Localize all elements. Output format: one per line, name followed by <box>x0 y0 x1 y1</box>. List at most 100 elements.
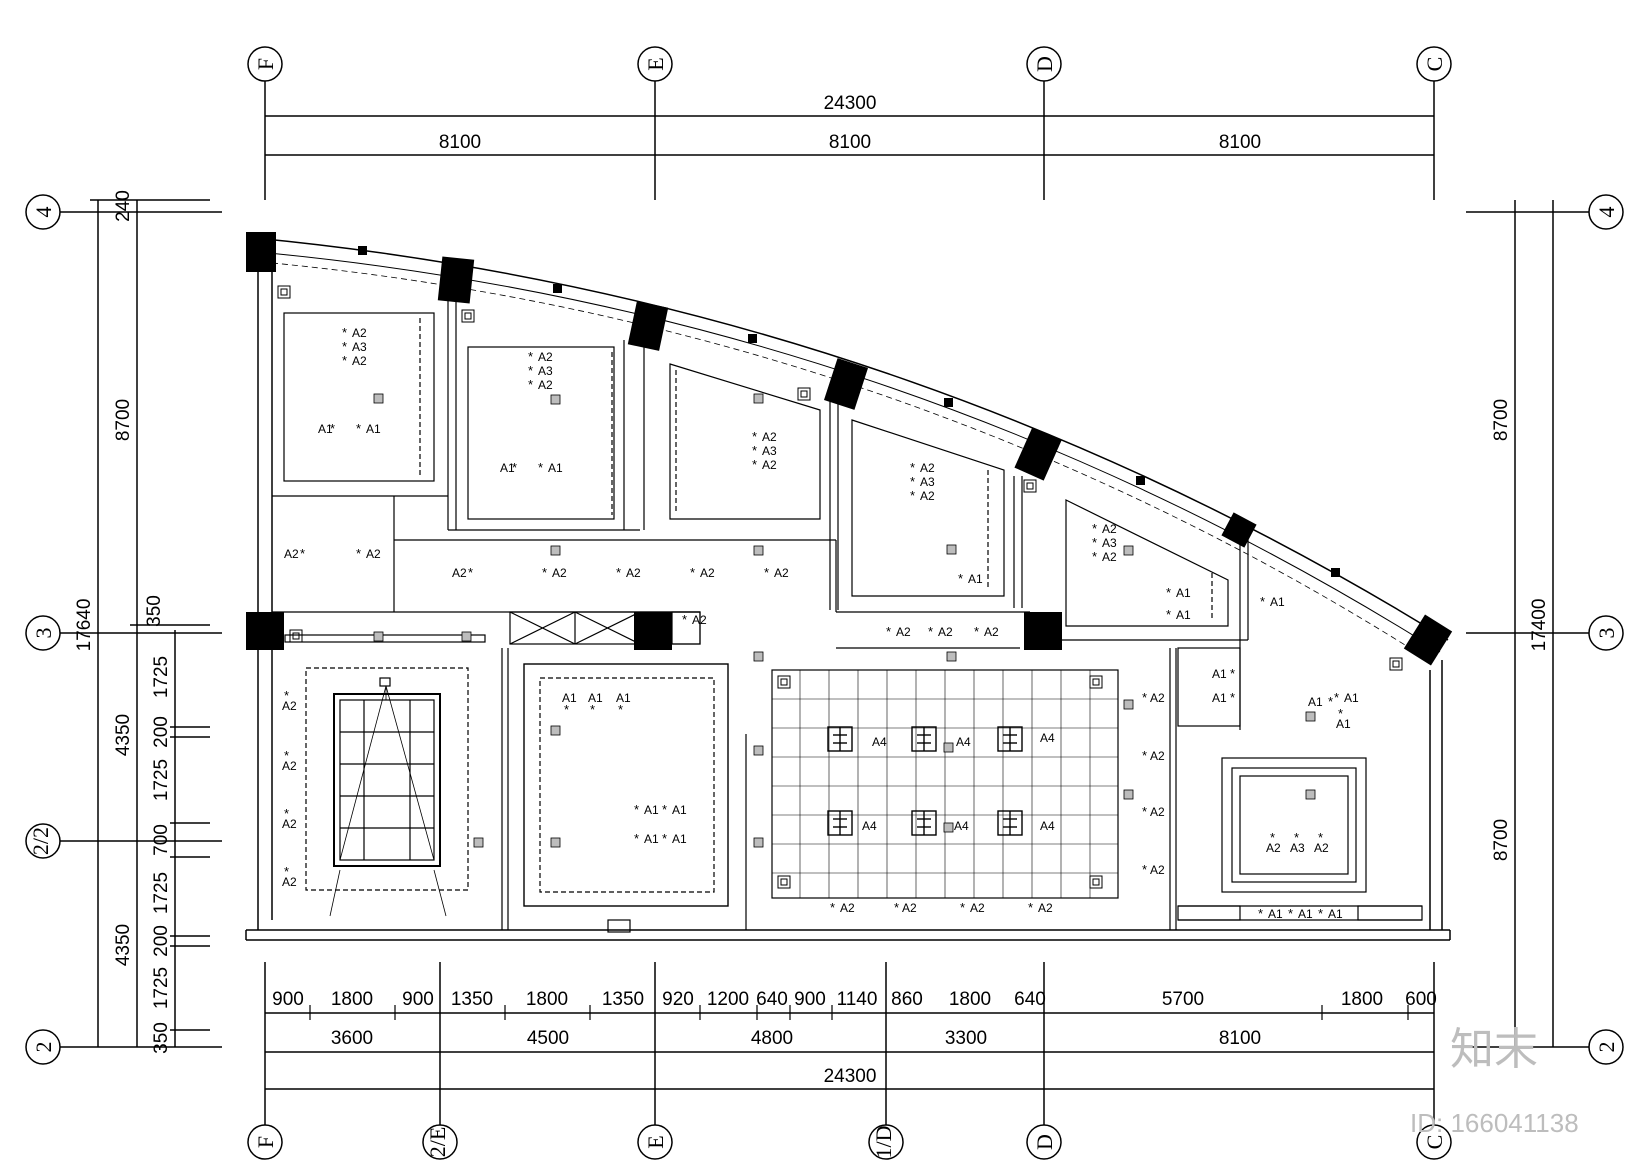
svg-text:*: * <box>974 624 979 639</box>
fixture-label: A4 <box>1040 731 1055 745</box>
dim-bottom-detail: 1200 <box>707 989 749 1010</box>
axis-bottom-f: F <box>253 1136 278 1148</box>
fixture-label: A2 <box>920 489 935 503</box>
fixture-label: A1 <box>1308 695 1323 709</box>
svg-text:*: * <box>284 864 289 879</box>
fixture-label: A2 <box>452 566 467 580</box>
fixture-labels: A2 A3 A2 A1 A1 A2 A3 A2 A1 A1 A2 A3 A2 A… <box>282 326 1359 921</box>
dim-bottom-mid-3: 4800 <box>751 1028 793 1049</box>
svg-text:*: * <box>528 349 533 364</box>
dim-top-total: 24300 <box>824 93 877 114</box>
svg-text:*: * <box>616 565 621 580</box>
svg-text:*: * <box>356 546 361 561</box>
svg-text:*: * <box>1230 666 1235 681</box>
dim-bottom-mid-2: 4500 <box>527 1028 569 1049</box>
svg-text:*: * <box>468 565 473 580</box>
svg-text:*: * <box>1230 690 1235 705</box>
fixture-label: A2 <box>1314 841 1329 855</box>
fixture-label: A1 <box>1212 667 1227 681</box>
dim-bottom-detail: 900 <box>272 989 304 1010</box>
fixture-label: A2 <box>1150 691 1165 705</box>
axis-bottom-c: C <box>1422 1135 1447 1150</box>
dim-bottom-detail: 640 <box>1014 989 1046 1010</box>
dim-bottom-detail: 1800 <box>1341 989 1383 1010</box>
fixture-label: A1 <box>1328 907 1343 921</box>
fixture-label: A3 <box>1290 841 1305 855</box>
fixture-label: A1 <box>616 691 631 705</box>
svg-text:*: * <box>690 565 695 580</box>
fixture-label: A1 <box>318 422 333 436</box>
fixture-label: A1 <box>1212 691 1227 705</box>
columns <box>246 232 1453 666</box>
dim-bottom-detail: 1350 <box>602 989 644 1010</box>
svg-text:*: * <box>910 474 915 489</box>
svg-text:*: * <box>1334 690 1339 705</box>
svg-text:*: * <box>342 339 347 354</box>
fixture-label: A2 <box>352 326 367 340</box>
svg-text:*: * <box>284 806 289 821</box>
svg-text:*: * <box>752 429 757 444</box>
watermark-id: ID: 166041138 <box>1410 1108 1579 1138</box>
svg-text:*: * <box>960 900 965 915</box>
fixture-label: A4 <box>956 735 971 749</box>
diffusers <box>373 393 1316 848</box>
ceiling-grid <box>772 670 1118 898</box>
fixture-label: A2 <box>284 547 299 561</box>
svg-text:*: * <box>886 624 891 639</box>
top-axes <box>247 46 1452 200</box>
svg-text:*: * <box>910 488 915 503</box>
upper-rooms <box>272 300 1249 730</box>
dim-bottom-mid-1: 3600 <box>331 1028 373 1049</box>
svg-text:*: * <box>1142 690 1147 705</box>
svg-text:*: * <box>662 802 667 817</box>
fixture-label: A2 <box>920 461 935 475</box>
dim-left-detail-5: 1725 <box>151 759 172 801</box>
axis-left-2-2: 2/2 <box>28 827 53 855</box>
dim-right-bay-2: 8700 <box>1491 819 1512 861</box>
axis-left-3: 3 <box>31 628 56 639</box>
dim-left-detail-8: 200 <box>151 925 172 957</box>
fixture-label: A1 <box>1176 586 1191 600</box>
fixture-label: A2 <box>1150 749 1165 763</box>
a4-fixtures <box>827 726 1023 836</box>
fixture-label: A2 <box>366 547 381 561</box>
svg-text:*: * <box>590 702 595 717</box>
fixture-label: A2 <box>282 875 297 889</box>
fixture-label: A2 <box>902 901 917 915</box>
svg-text:*: * <box>1270 830 1275 845</box>
fixture-label: A2 <box>1266 841 1281 855</box>
fixture-label: A2 <box>626 566 641 580</box>
fixture-label: A1 <box>562 691 577 705</box>
dim-bottom-detail: 900 <box>794 989 826 1010</box>
axis-top-c: C <box>1422 57 1447 72</box>
fixture-label: A4 <box>872 735 887 749</box>
svg-text:*: * <box>1294 830 1299 845</box>
svg-text:*: * <box>542 565 547 580</box>
asterisk-markers: *** ** *** ** *** *** * *** *** ** *** *… <box>284 325 1343 921</box>
svg-text:*: * <box>830 900 835 915</box>
fixture-label: A2 <box>1102 522 1117 536</box>
svg-text:*: * <box>1142 748 1147 763</box>
fixture-label: A3 <box>1102 536 1117 550</box>
fixture-label: A2 <box>938 625 953 639</box>
svg-text:*: * <box>752 457 757 472</box>
fixture-label: A2 <box>984 625 999 639</box>
svg-text:*: * <box>342 325 347 340</box>
dim-left-detail-2: 350 <box>144 595 165 627</box>
dim-left-detail-3: 1725 <box>151 656 172 698</box>
dim-bottom-detail: 5700 <box>1162 989 1204 1010</box>
fixture-label: A4 <box>862 819 877 833</box>
dim-bottom-detail: 600 <box>1405 989 1437 1010</box>
dim-left-detail-9: 1725 <box>151 967 172 1009</box>
svg-text:*: * <box>300 546 305 561</box>
fixture-label: A2 <box>1150 805 1165 819</box>
fixture-label: A2 <box>700 566 715 580</box>
bottom-detail-ticks <box>309 1005 1409 1020</box>
axis-top-d: D <box>1032 56 1057 72</box>
fixture-label: A2 <box>1150 863 1165 877</box>
fixture-label: A4 <box>1040 819 1055 833</box>
axis-right-4: 4 <box>1594 207 1619 218</box>
lower-rooms <box>284 611 1423 933</box>
dim-bottom-detail: 1800 <box>949 989 991 1010</box>
svg-text:*: * <box>1092 521 1097 536</box>
